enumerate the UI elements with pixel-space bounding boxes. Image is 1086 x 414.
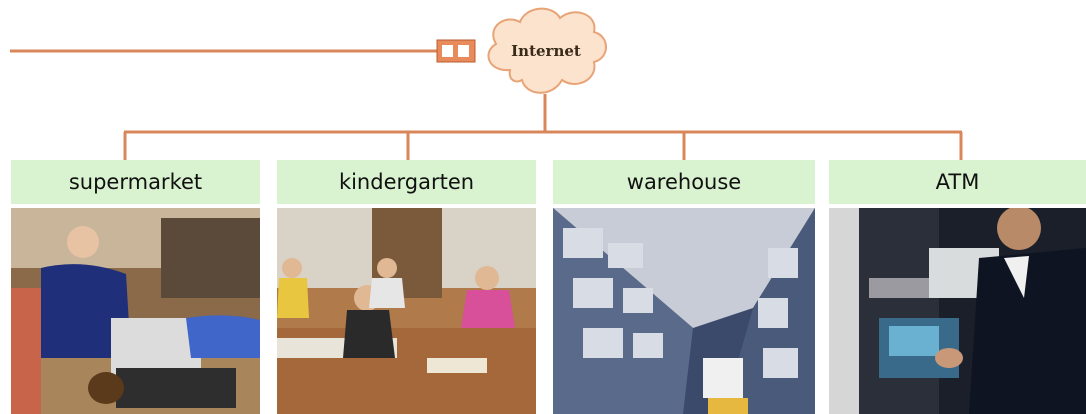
connector-icon [436, 39, 476, 63]
node-label-warehouse: warehouse [553, 160, 815, 204]
classroom-photo [277, 208, 536, 414]
internet-cloud-icon: Internet [487, 7, 607, 94]
warehouse-photo [553, 208, 815, 414]
supermarket-photo [11, 208, 260, 414]
atm-photo [829, 208, 1086, 414]
node-label-supermarket: supermarket [11, 160, 260, 204]
node-label-atm: ATM [829, 160, 1086, 204]
cloud-label: Internet [511, 42, 581, 60]
node-label-kindergarten: kindergarten [277, 160, 536, 204]
